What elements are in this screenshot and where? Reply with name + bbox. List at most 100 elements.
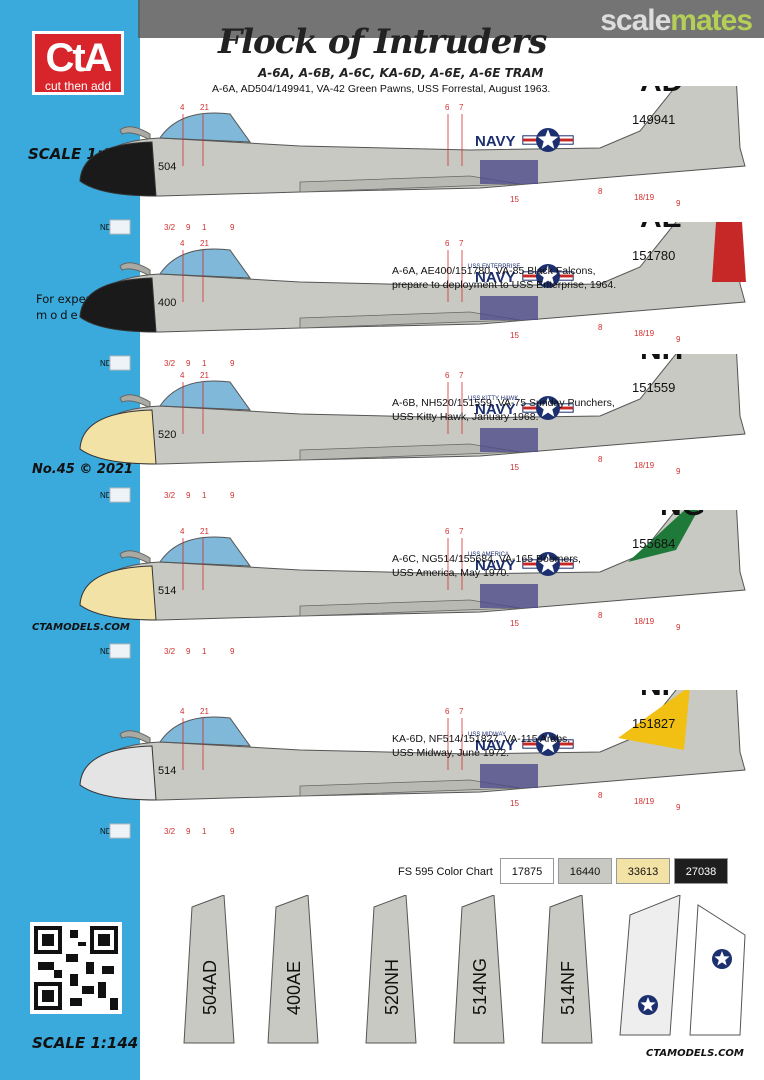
tail-outline: [453, 895, 505, 1044]
page-title: Flock of Intruders: [218, 22, 547, 62]
canopy: [159, 716, 252, 747]
nose-radome: [79, 745, 157, 801]
callout-label: 3/2: [164, 491, 176, 500]
callout-label: 21: [200, 103, 209, 112]
callout-label: 4: [180, 103, 185, 112]
nd-thumbnail: [109, 355, 131, 371]
tail-code: NH: [640, 354, 683, 366]
callout-label: 15: [510, 799, 519, 808]
tail-code: AE: [640, 222, 682, 234]
callout-label: 3/2: [164, 359, 176, 368]
callout-label: 4: [180, 527, 185, 536]
intake-panel: [480, 160, 538, 184]
callout-label: 7: [459, 527, 464, 536]
callout-label: 9: [676, 623, 681, 632]
navy-marking: NAVY: [475, 401, 516, 418]
issue-number: No.45 © 2021: [32, 462, 134, 477]
callout-label: 18/19: [634, 329, 655, 338]
callout-label: 21: [200, 527, 209, 536]
callout-label: 9: [230, 359, 235, 368]
national-insignia-icon: [522, 128, 574, 152]
aircraft-caption: KA-6D, NF514/151827, VA-115 Arabs,USS Mi…: [392, 732, 570, 760]
callout-label: 9: [230, 827, 235, 836]
nd-label: ND: [100, 223, 112, 232]
canopy: [159, 248, 252, 279]
callout-label: 9: [676, 199, 681, 208]
rudder-stripe: [712, 222, 746, 282]
tail-view-3: 520NH: [365, 895, 417, 1044]
modex-nose: 514: [158, 585, 176, 597]
callout-label: 4: [180, 239, 185, 248]
nose-radome: [79, 277, 157, 333]
caption-line: USS Midway, June 1972.: [392, 747, 510, 759]
tail-outline: [183, 895, 235, 1044]
national-insignia-icon: [522, 396, 574, 420]
callout-label: 6: [445, 527, 450, 536]
tail-code: NG: [660, 510, 705, 522]
callout-label: 8: [598, 611, 603, 620]
navy-marking: NAVY: [475, 133, 516, 150]
navy-marking: NAVY: [475, 269, 516, 286]
caption-line: A-6A, AE400/151780, VA-85 Black Falcons,: [392, 265, 596, 277]
callout-label: 4: [180, 371, 185, 380]
callout-label: 21: [200, 371, 209, 380]
watermark-bar: scalemates: [138, 0, 764, 38]
refuel-probe: [119, 126, 151, 141]
wing-underside-left: [619, 895, 681, 1036]
national-insignia-icon: [522, 732, 574, 756]
callout-label: 8: [598, 187, 603, 196]
nd-thumbnail: [109, 219, 131, 235]
callout-label: 9: [186, 223, 191, 232]
callout-label: 1: [202, 827, 207, 836]
callout-label: 18/19: [634, 617, 655, 626]
refuel-probe: [119, 262, 151, 277]
modex-nose: 504: [158, 161, 176, 173]
callout-label: 15: [510, 195, 519, 204]
callout-label: 9: [186, 647, 191, 656]
tail-view-5: 514NF: [541, 895, 593, 1044]
callout-label: 3/2: [164, 827, 176, 836]
callout-label: 7: [459, 707, 464, 716]
modex-nose: 400: [158, 297, 176, 309]
callout-label: 8: [598, 455, 603, 464]
nd-thumbnail: [109, 823, 131, 839]
nd-thumbnail: [109, 643, 131, 659]
caption-line: A-6A, AD504/149941, VA-42 Green Pawns, U…: [212, 83, 551, 95]
refuel-probe: [119, 394, 151, 409]
refuel-probe: [119, 730, 151, 745]
scale-bottom: SCALE 1:144: [32, 1034, 139, 1052]
modex-nose: 520: [158, 429, 176, 441]
callout-label: 7: [459, 371, 464, 380]
tail-flash: [618, 690, 690, 750]
national-insignia-icon: [522, 552, 574, 576]
tail-outline: [267, 895, 319, 1044]
page-subtitle: A-6A, A-6B, A-6C, KA-6D, A-6E, A-6E TRAM: [258, 66, 544, 80]
callout-label: 1: [202, 647, 207, 656]
callout-label: 9: [186, 491, 191, 500]
color-chart-label: FS 595 Color Chart: [398, 866, 493, 878]
aircraft-caption: A-6A, AE400/151780, VA-85 Black Falcons,…: [392, 264, 616, 292]
callout-label: 1: [202, 223, 207, 232]
caption-line: A-6B, NH520/151559, VA-75 Sunday Puncher…: [392, 397, 615, 409]
callout-label: 3/2: [164, 647, 176, 656]
callout-label: 9: [676, 467, 681, 476]
tail-code: AD: [640, 86, 683, 98]
aircraft-caption: A-6B, NH520/151559, VA-75 Sunday Puncher…: [392, 396, 615, 424]
nd-label: ND: [100, 491, 112, 500]
callout-label: 7: [459, 103, 464, 112]
callout-label: 18/19: [634, 797, 655, 806]
serial-number: 151559: [632, 380, 675, 395]
logo-sub-text: cut then add: [44, 79, 112, 93]
callout-label: 7: [459, 239, 464, 248]
callout-label: 1: [202, 359, 207, 368]
tail-view-label: 400AE: [284, 961, 304, 1015]
callout-label: 9: [230, 491, 235, 500]
intake-panel: [480, 584, 538, 608]
callout-label: 15: [510, 331, 519, 340]
callout-label: 9: [186, 359, 191, 368]
tail-view-2: 400AE: [267, 895, 319, 1044]
